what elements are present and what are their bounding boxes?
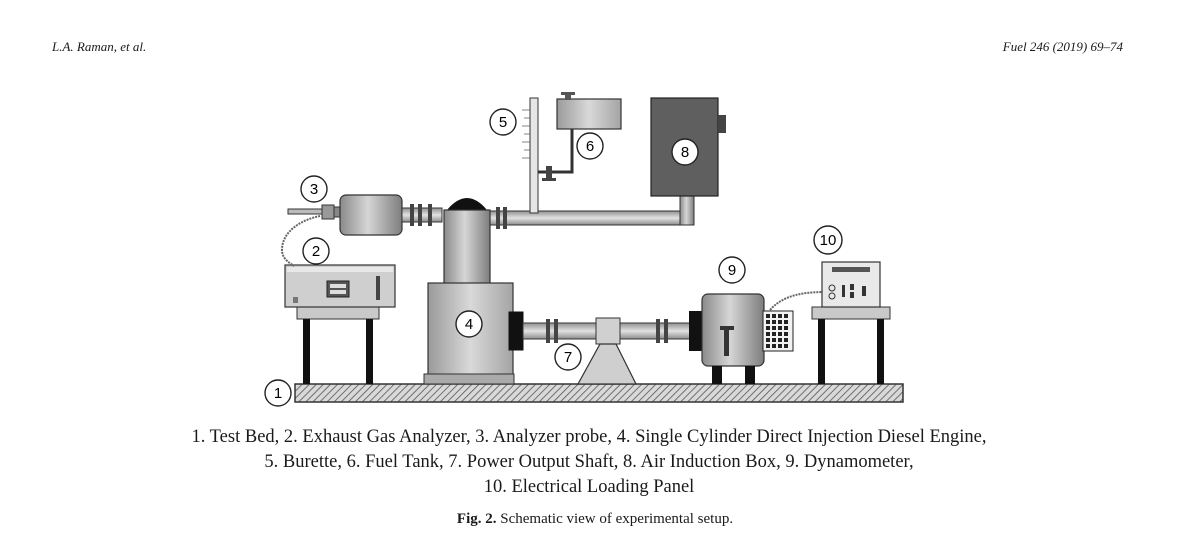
loading-panel [811,261,891,384]
svg-text:9: 9 [728,262,736,279]
dynamometer [689,291,827,384]
figure-caption-label: Fig. 2. [456,511,497,527]
exhaust-gas-analyzer [284,264,396,308]
callout-3: 3 [300,175,328,203]
burette [522,97,574,214]
callout-4: 4 [455,310,483,338]
callout-6: 6 [576,132,604,160]
svg-text:2: 2 [312,243,320,260]
callout-10: 10 [813,225,843,255]
callout-group: 1 2 3 4 5 6 7 8 9 10 [264,108,843,407]
callout-7: 7 [554,343,582,371]
experimental-setup-schematic: 1 2 3 4 5 6 7 8 9 10 [264,92,904,407]
intake-pipe [489,194,695,229]
callout-5: 5 [489,108,517,136]
callout-2: 2 [302,237,330,265]
svg-text:1: 1 [274,385,282,402]
callout-8: 8 [671,138,699,166]
diesel-engine [423,198,515,385]
analyzer-table [296,306,380,384]
svg-text:7: 7 [564,349,572,366]
running-header-journal: Fuel 246 (2019) 69–74 [1002,39,1123,54]
svg-text:6: 6 [586,138,594,155]
callout-1: 1 [264,379,292,407]
fuel-tank [556,92,622,130]
figure-caption-text: Schematic view of experimental setup. [500,511,734,527]
test-bed [294,383,904,403]
svg-text:5: 5 [499,114,507,131]
svg-text:4: 4 [465,316,473,333]
analyzer-probe [280,204,335,267]
svg-text:3: 3 [310,181,318,198]
figure-legend-line-1: 1. Test Bed, 2. Exhaust Gas Analyzer, 3.… [191,427,987,447]
figure-legend-line-3: 10. Electrical Loading Panel [483,477,695,497]
callout-9: 9 [718,256,746,284]
exhaust-muffler [333,194,443,236]
figure-caption: Fig. 2. Schematic view of experimental s… [0,511,1190,528]
figure-legend-line-2: 5. Burette, 6. Fuel Tank, 7. Power Outpu… [264,452,914,472]
svg-text:8: 8 [681,144,689,161]
running-header-authors: L.A. Raman, et al. [52,39,147,54]
power-output-shaft [508,311,692,385]
svg-text:10: 10 [820,232,837,249]
